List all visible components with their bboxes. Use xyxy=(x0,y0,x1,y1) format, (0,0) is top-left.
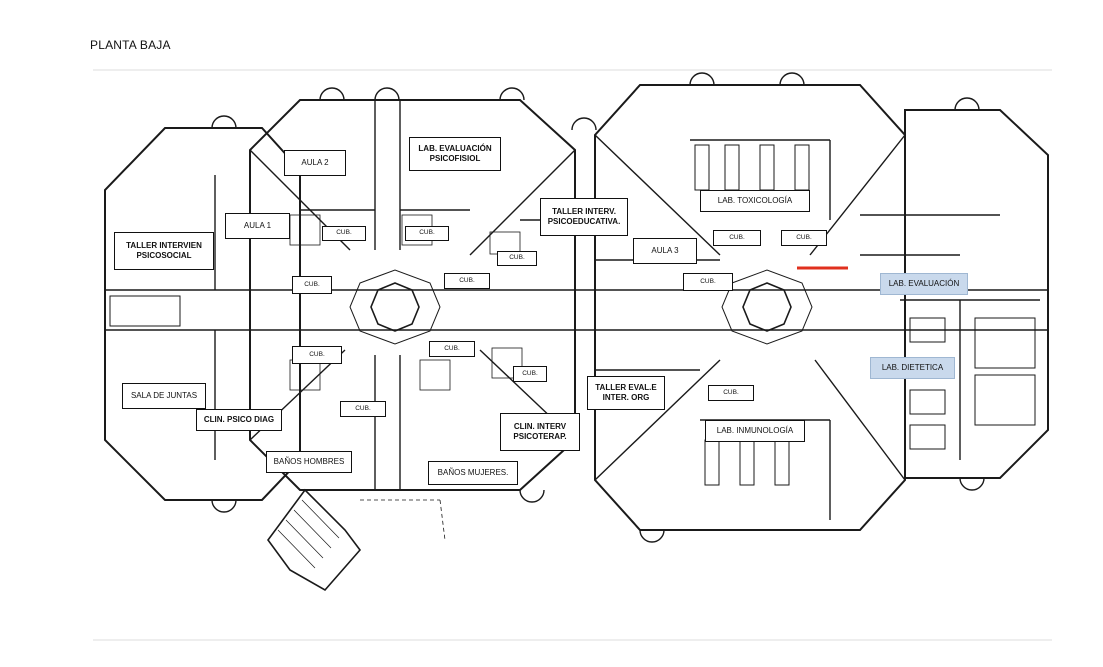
cubicle-label: CUB. xyxy=(429,341,475,357)
cubicle-label: CUB. xyxy=(444,273,490,289)
cubicle-label: CUB. xyxy=(292,346,342,364)
cubicle-label: CUB. xyxy=(513,366,547,382)
page-title: PLANTA BAJA xyxy=(90,38,171,52)
room-banos-hombres: BAÑOS HOMBRES xyxy=(266,451,352,473)
room-clin-psico-diag: CLIN. PSICO DIAG xyxy=(196,409,282,431)
room-taller-interv-psicoeducativa: TALLER INTERV. PSICOEDUCATIVA. xyxy=(540,198,628,236)
room-taller-intervien-psicosocial: TALLER INTERVIEN PSICOSOCIAL xyxy=(114,232,214,270)
room-lab-toxicologia: LAB. TOXICOLOGÍA xyxy=(700,190,810,212)
room-lab-dietetica: LAB. DIETETICA xyxy=(870,357,955,379)
room-aula-2: AULA 2 xyxy=(284,150,346,176)
cubicle-label: CUB. xyxy=(708,385,754,401)
cubicle-label: CUB. xyxy=(405,226,449,241)
room-lab-inmunologia: LAB. INMUNOLOGÍA xyxy=(705,420,805,442)
room-clin-interv-psicoterap: CLIN. INTERV PSICOTERAP. xyxy=(500,413,580,451)
room-taller-eval-inter-org: TALLER EVAL.E INTER. ORG xyxy=(587,376,665,410)
cubicle-label: CUB. xyxy=(713,230,761,246)
room-lab-evaluacion: LAB. EVALUACIÓN xyxy=(880,273,968,295)
cubicle-label: CUB. xyxy=(781,230,827,246)
cubicle-label: CUB. xyxy=(292,276,332,294)
cubicle-label: CUB. xyxy=(497,251,537,266)
cubicle-label: CUB. xyxy=(683,273,733,291)
room-aula-1: AULA 1 xyxy=(225,213,290,239)
room-aula-3: AULA 3 xyxy=(633,238,697,264)
cubicle-label: CUB. xyxy=(340,401,386,417)
room-lab-evaluacion-psicofisiol: LAB. EVALUACIÓN PSICOFISIOL xyxy=(409,137,501,171)
room-banos-mujeres: BAÑOS MUJERES. xyxy=(428,461,518,485)
floor-plan-walls xyxy=(93,69,1052,641)
cubicle-label: CUB. xyxy=(322,226,366,241)
room-sala-de-juntas: SALA DE JUNTAS xyxy=(122,383,206,409)
